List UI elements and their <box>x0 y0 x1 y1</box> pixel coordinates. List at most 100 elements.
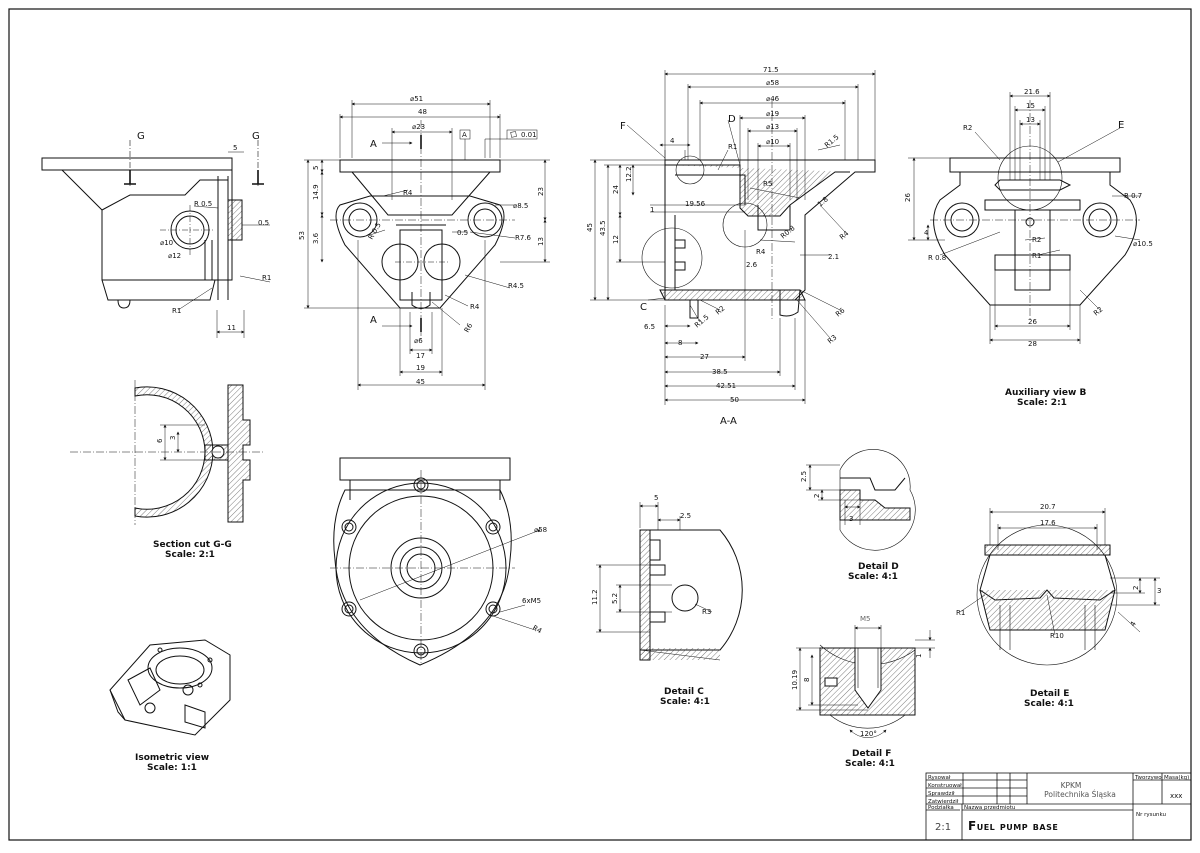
section-arrow-a-top: A <box>370 139 377 150</box>
label-c: C <box>640 302 647 313</box>
dim: R2 <box>1032 236 1041 244</box>
dim: 4 <box>670 137 675 145</box>
isometric-scale: Scale: 1:1 <box>147 763 197 773</box>
dim: R 0.5 <box>367 221 383 241</box>
detail-e-title: Detail E <box>1030 689 1069 699</box>
dim: R4.5 <box>508 282 524 290</box>
section-gg-view <box>70 380 265 525</box>
datum-a-box: A <box>462 131 467 139</box>
dim: 3 <box>849 515 853 523</box>
dim: 21.6 <box>1024 88 1040 96</box>
side-view <box>41 140 271 338</box>
dim: 27 <box>700 353 709 361</box>
dim: 5 <box>233 144 237 152</box>
dim: R1.5 <box>693 313 710 329</box>
dim: R1 <box>728 143 737 151</box>
tb-scale-value: 2:1 <box>935 822 951 833</box>
dim: 8 <box>803 678 811 682</box>
section-gg-scale: Scale: 2:1 <box>165 550 215 560</box>
tb-material-hdr: Tworzywo <box>1134 775 1162 781</box>
dim: 1 <box>650 206 654 214</box>
tb-scale-hdr: Podziałka <box>928 805 954 811</box>
dim: R1 <box>172 307 181 315</box>
dim: 1 <box>915 654 923 658</box>
dim: 4 <box>924 229 929 237</box>
tb-row-designed: Konstruował <box>928 783 962 789</box>
dim: 26 <box>904 193 912 202</box>
dim: R6 <box>463 321 475 334</box>
dim: ⌀46 <box>766 95 780 103</box>
dim: ⌀13 <box>766 123 779 131</box>
dim: R7.6 <box>515 234 532 242</box>
dim: R4 <box>531 624 544 636</box>
dim: ⌀10 <box>766 138 779 146</box>
dim: 0.5 <box>258 219 269 227</box>
label-g-right: G <box>252 131 260 142</box>
dim: 38.5 <box>712 368 728 376</box>
dim: R0.8 <box>779 224 796 240</box>
dim: 3 <box>169 436 177 440</box>
dim: 3 <box>1157 587 1161 595</box>
dim: 0.5 <box>457 229 468 237</box>
dim: R3 <box>826 333 838 345</box>
dim: 13 <box>1026 116 1035 124</box>
dim: 24 <box>612 185 620 194</box>
dim: ⌀10 <box>160 239 173 247</box>
dim: 17 <box>416 352 425 360</box>
dim: 42.51 <box>716 382 736 390</box>
dim: 53 <box>298 231 306 240</box>
title-block <box>925 772 1192 841</box>
dim: ⌀19 <box>766 110 779 118</box>
dim: 10.19 <box>791 670 799 690</box>
dim: 15 <box>1026 102 1035 110</box>
tb-name-hdr: Nazwa przedmiotu <box>964 805 1015 811</box>
dim: R10 <box>1050 632 1064 640</box>
dim: 5 <box>312 166 320 170</box>
dim: 28 <box>1028 340 1037 348</box>
dim: 19.56 <box>685 200 706 208</box>
section-aa-view <box>590 70 876 405</box>
label-f: F <box>620 121 626 132</box>
dim: R4 <box>756 248 766 256</box>
dim: R3 <box>702 608 711 616</box>
sheet-frame <box>8 8 1192 841</box>
dim: 26 <box>1028 318 1037 326</box>
dim: 2 <box>1132 586 1140 590</box>
dim: 43.5 <box>599 220 607 236</box>
dim: R1 <box>1032 252 1041 260</box>
detail-f-scale: Scale: 4:1 <box>845 759 895 769</box>
dim: R 0.8 <box>928 254 946 262</box>
dim: M5 <box>860 615 871 623</box>
dim: R4 <box>838 229 851 241</box>
dim: 20.7 <box>1040 503 1056 511</box>
dim: R2 <box>1092 305 1104 317</box>
dim: 45 <box>416 378 425 386</box>
tolerance-value: 0.01 <box>521 131 537 139</box>
dim: 17.6 <box>1040 519 1056 527</box>
dim: ⌀6 <box>414 337 423 345</box>
detail-d-title: Detail D <box>858 562 899 572</box>
section-aa-title: A-A <box>720 416 737 427</box>
label-e: E <box>1118 120 1124 131</box>
dim: R 0.7 <box>1124 192 1142 200</box>
detail-e-scale: Scale: 4:1 <box>1024 699 1074 709</box>
dim: 120° <box>860 730 877 738</box>
dim: 12 <box>612 235 620 244</box>
dim: 8 <box>678 339 682 347</box>
dim: ⌀8.5 <box>513 202 528 210</box>
isometric-view <box>109 639 231 736</box>
aux-view-title: Auxiliary view B <box>1005 388 1086 398</box>
dim: 45 <box>586 223 594 232</box>
auxiliary-view-b <box>908 92 1141 344</box>
tb-row-drawn: Rysował <box>928 775 951 781</box>
dim: 3.6 <box>312 232 320 244</box>
dim: 13 <box>537 237 545 246</box>
bottom-view <box>330 457 541 666</box>
dim: 5 <box>654 494 658 502</box>
dim: R5 <box>763 180 772 188</box>
dim: ⌀58 <box>534 526 547 534</box>
dim: 1.8 <box>816 195 830 208</box>
dim: 2.5 <box>800 471 808 482</box>
